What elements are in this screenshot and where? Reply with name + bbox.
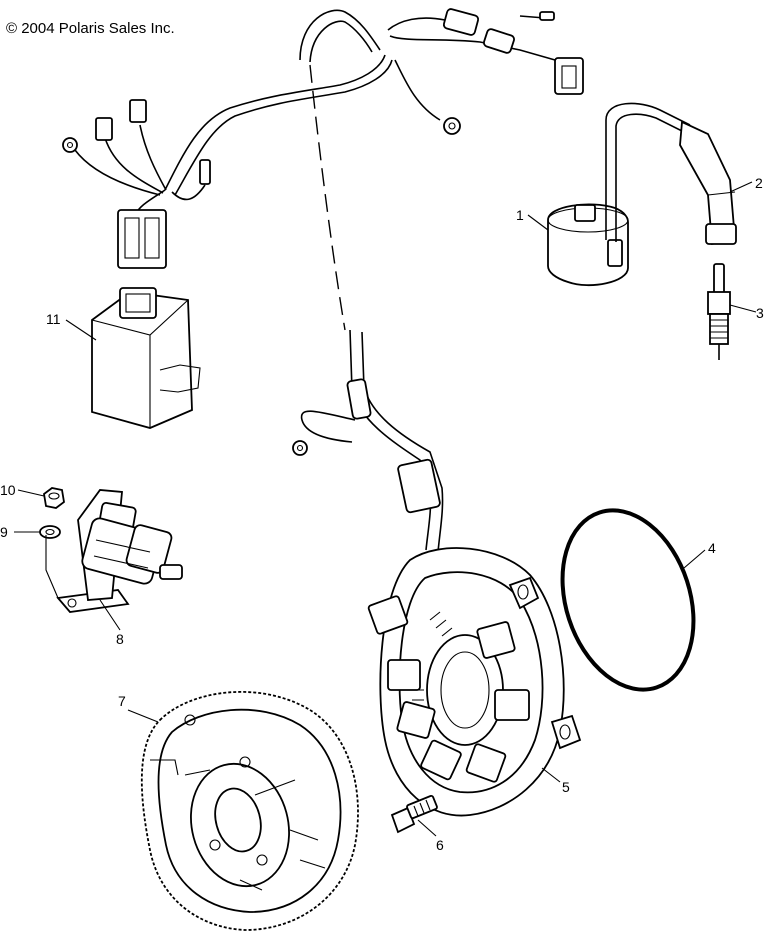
callout-2: 2	[755, 175, 763, 191]
callout-leaders	[14, 181, 757, 837]
trigger-coil-bracket	[56, 489, 183, 613]
callout-3: 3	[756, 305, 764, 321]
harness-connector	[117, 209, 167, 269]
copyright-text: © 2004 Polaris Sales Inc.	[6, 20, 175, 37]
callout-5: 5	[562, 779, 570, 795]
callout-9: 9	[0, 524, 8, 540]
spark-plug	[707, 263, 731, 360]
spark-plug-cap	[679, 120, 737, 246]
callout-10: 10	[0, 482, 16, 498]
callout-8: 8	[116, 631, 124, 647]
ignition-coil	[547, 102, 691, 286]
wiring-harness	[62, 8, 584, 331]
stator-assembly	[367, 547, 582, 817]
nut	[43, 487, 65, 509]
callout-7: 7	[118, 693, 126, 709]
callout-6: 6	[436, 837, 444, 853]
cdi-box	[91, 287, 201, 429]
stator-lead	[292, 329, 444, 553]
stator-bolt	[390, 794, 438, 834]
callout-1: 1	[516, 207, 524, 223]
o-ring-gasket	[560, 508, 696, 692]
callout-4: 4	[708, 540, 716, 556]
flywheel	[140, 690, 359, 931]
callout-11: 11	[46, 311, 61, 327]
washer	[39, 525, 61, 539]
